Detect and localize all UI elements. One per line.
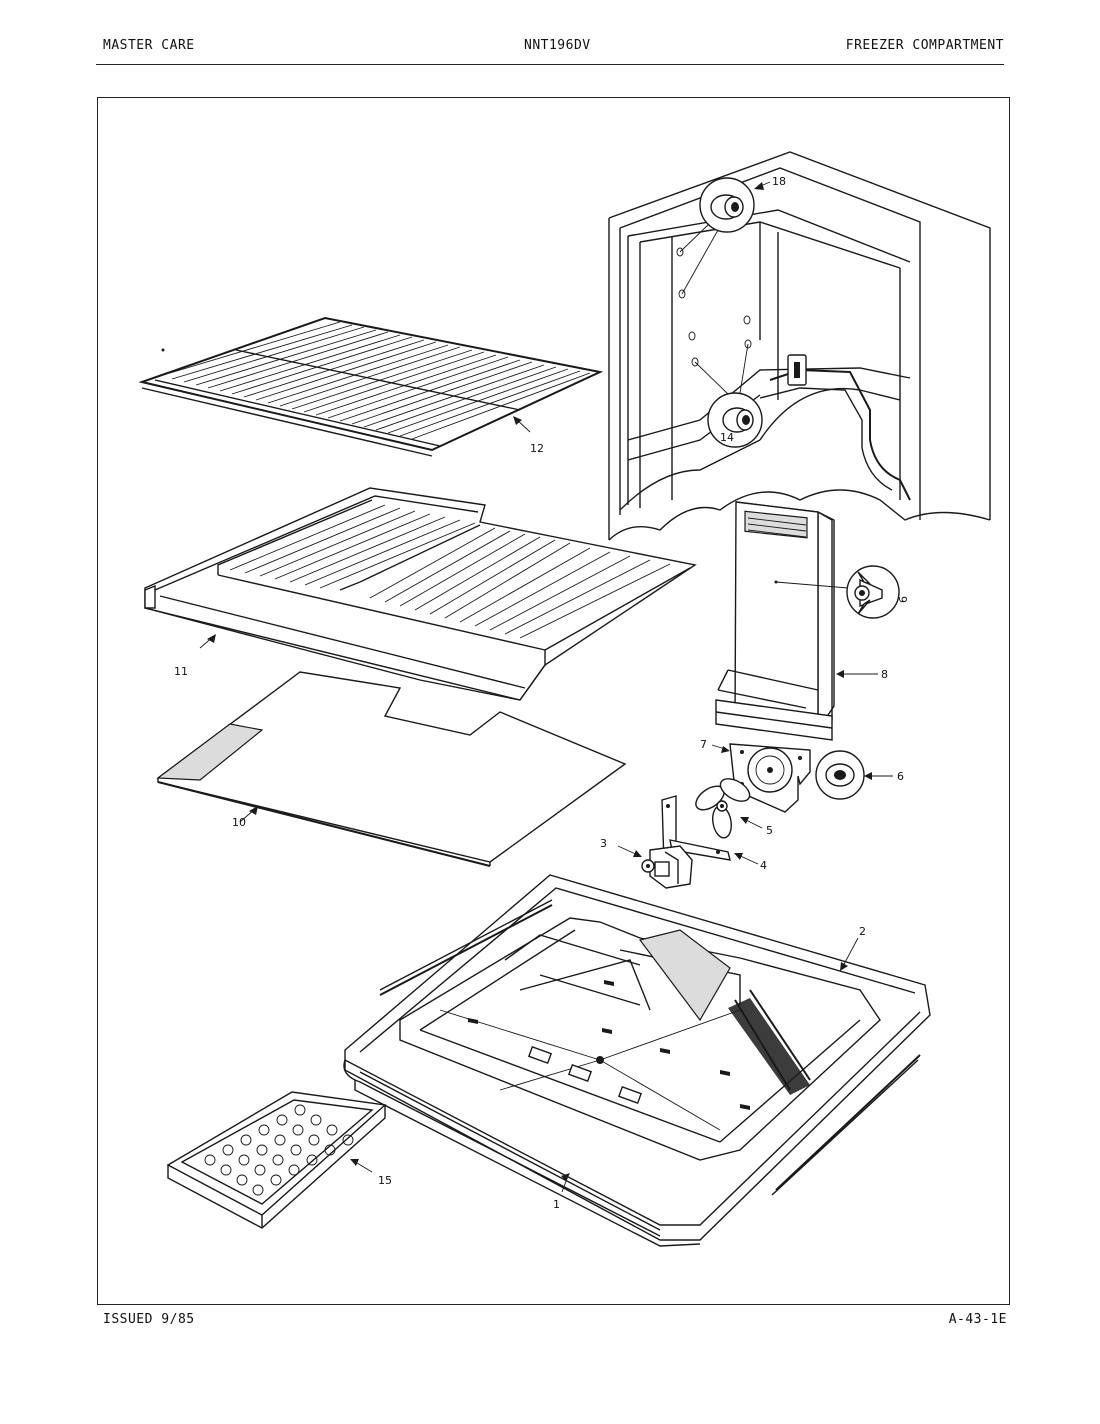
callout-12: 12: [530, 442, 544, 455]
header-rule: [96, 64, 1004, 65]
header-brand: MASTER CARE: [103, 38, 195, 53]
part-10-shelf-panel: [156, 671, 627, 867]
callout-15: 15: [378, 1174, 392, 1187]
part-3-fan-motor: [617, 845, 693, 889]
freezer-cabinet: [608, 151, 991, 541]
part-6-grommet: [815, 750, 893, 800]
callout-5: 5: [766, 824, 773, 837]
part-15-ice-tray: [166, 1091, 387, 1229]
callout-2: 2: [859, 925, 866, 938]
part-9-clip: [846, 565, 900, 619]
part-14-plug: [694, 343, 763, 448]
callout-6: 6: [897, 770, 904, 783]
callout-3: 3: [600, 837, 607, 850]
callout-10: 10: [232, 816, 246, 829]
footer-page-code: A-43-1E: [948, 1312, 1007, 1327]
callout-11: 11: [174, 665, 188, 678]
callout-9: 9: [896, 596, 909, 603]
callout-8: 8: [881, 668, 888, 681]
callout-7: 7: [700, 738, 707, 751]
part-7-fan-bracket: [711, 743, 811, 813]
part-18-plug: [679, 177, 771, 295]
footer-issue-date: ISSUED 9/85: [103, 1312, 195, 1327]
part-8-air-duct: [715, 501, 878, 741]
diagram-frame: [97, 97, 1010, 1305]
callout-14: 14: [720, 431, 734, 444]
callout-18: 18: [772, 175, 786, 188]
part-2-evaporator-cover: [344, 874, 931, 1241]
header-section-title: FREEZER COMPARTMENT: [845, 38, 1004, 53]
part-5-fan-blade: [695, 778, 763, 839]
callout-4: 4: [760, 859, 767, 872]
header-model-number: NNT196DV: [524, 38, 591, 53]
part-11-shelf-tray: [144, 487, 697, 701]
part-12-wire-shelf: [138, 316, 604, 457]
part-1-freezer-floor: [343, 1059, 701, 1247]
callout-1: 1: [553, 1198, 560, 1211]
